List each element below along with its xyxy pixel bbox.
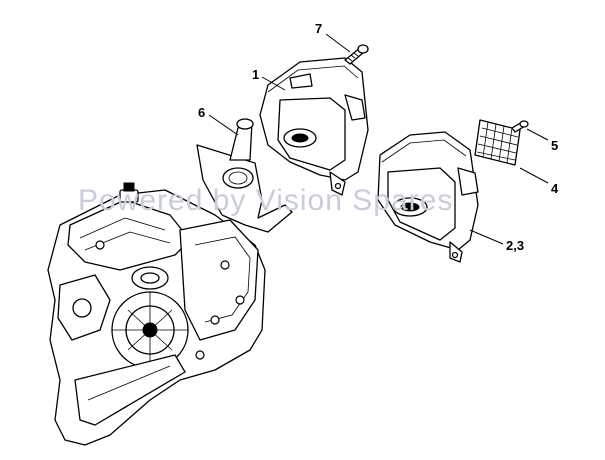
callout-1: 1 <box>252 67 259 82</box>
callout-2-3: 2,3 <box>506 238 524 253</box>
callout-labels: 7 1 6 5 4 2,3 <box>198 21 559 253</box>
part-5-screw <box>511 120 529 133</box>
callout-4: 4 <box>551 181 559 196</box>
callout-7: 7 <box>315 21 322 36</box>
watermark-text: Powered by Vision Spares <box>78 184 454 217</box>
part-1-muffler <box>259 57 369 196</box>
callout-5: 5 <box>551 138 558 153</box>
part-7-screw <box>344 44 369 65</box>
part-6-gasket-plate <box>196 118 293 233</box>
leader-lines <box>208 33 549 245</box>
part-2-3-muffler <box>377 131 479 263</box>
engine-crankcase <box>47 182 266 446</box>
callout-6: 6 <box>198 105 205 120</box>
part-4-screen <box>474 119 521 166</box>
